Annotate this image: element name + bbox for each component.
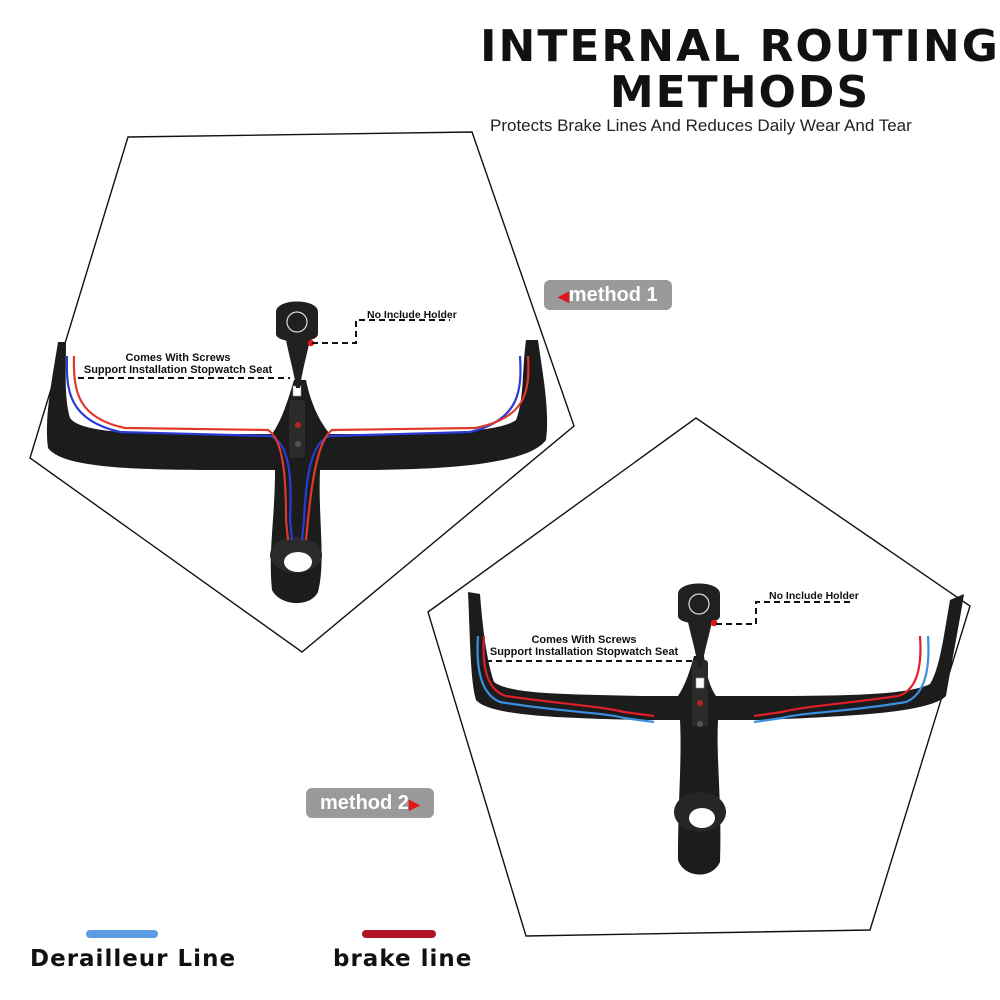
method2-screws-line-1: Comes With Screws [531, 634, 637, 646]
method2-badge-label: method 2 [320, 792, 409, 814]
derailleur-legend-label: Derailleur Line [30, 946, 237, 972]
method1-screws-line-1: Comes With Screws [125, 352, 231, 364]
title-line-1: INTERNAL ROUTING [480, 21, 1000, 72]
method2-screws-line-2: Support Installation Stopwatch Seat [489, 646, 679, 658]
brake-legend-label: brake line [333, 946, 473, 972]
method2-badge: method 2▶ [306, 788, 434, 818]
method1-screws-line-2: Support Installation Stopwatch Seat [83, 364, 273, 376]
method1-handlebar-image [46, 301, 548, 604]
page-subtitle: Protects Brake Lines And Reduces Daily W… [490, 116, 912, 135]
method1-badge: ◀method 1 [544, 280, 672, 310]
left-arrow-icon: ◀ [558, 288, 569, 304]
method1-holder-leader [312, 319, 450, 344]
method2-screws-callout: Comes With Screws Support Installation S… [484, 634, 684, 658]
method1-holder-callout: No Include Holder [367, 309, 457, 321]
method1-panel [29, 131, 575, 653]
method2-holder-leader [716, 601, 854, 625]
method1-screws-callout: Comes With Screws Support Installation S… [76, 352, 280, 376]
method2-holder-callout: No Include Holder [769, 590, 859, 602]
right-arrow-icon: ▶ [408, 796, 420, 812]
derailleur-legend-swatch [86, 930, 158, 938]
method2-panel [427, 417, 971, 937]
page-title: INTERNAL ROUTING METHODS [480, 24, 1000, 116]
method1-badge-label: method 1 [568, 284, 658, 306]
method2-handlebar-image [468, 583, 964, 875]
title-line-2: METHODS [609, 67, 871, 118]
brake-legend-swatch [362, 930, 436, 938]
